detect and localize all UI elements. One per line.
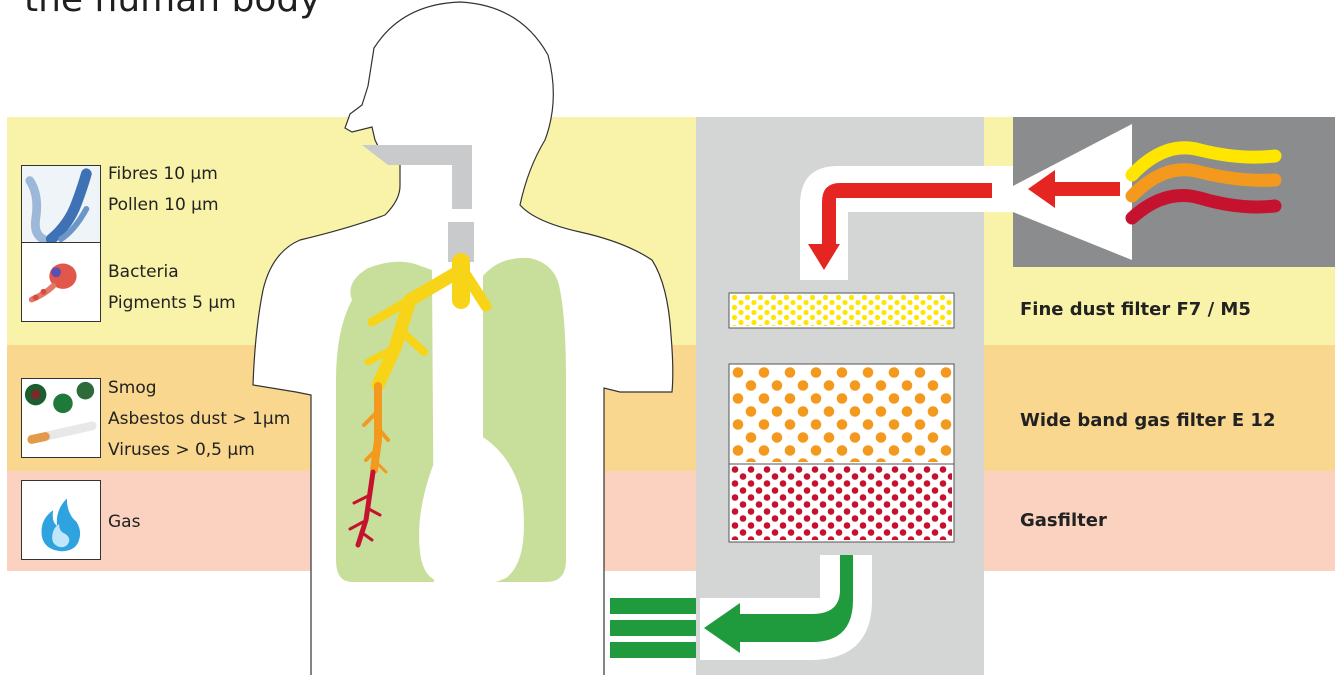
flame-icon <box>21 480 101 560</box>
particle-label-asbestos: Asbestos dust > 1µm <box>108 409 290 429</box>
particle-label-pollen: Pollen 10 µm <box>108 195 219 215</box>
particle-label-smog: Smog <box>108 378 157 398</box>
fibres-icon <box>21 165 101 245</box>
particle-label-fibres: Fibres 10 µm <box>108 164 218 184</box>
filter-label-fine-dust: Fine dust filter F7 / M5 <box>1020 299 1251 320</box>
particle-label-pigments: Pigments 5 µm <box>108 293 236 313</box>
particle-label-bacteria: Bacteria <box>108 262 179 282</box>
filter-label-wide-band: Wide band gas filter E 12 <box>1020 410 1275 431</box>
particle-label-gas: Gas <box>108 512 140 532</box>
trachea-upper <box>452 145 472 209</box>
smog-icon <box>21 378 101 458</box>
particle-label-viruses: Viruses > 0,5 µm <box>108 440 255 460</box>
filter-label-gas: Gasfilter <box>1020 510 1107 531</box>
clean-air-bars <box>610 598 696 658</box>
bacteria-icon <box>21 242 101 322</box>
